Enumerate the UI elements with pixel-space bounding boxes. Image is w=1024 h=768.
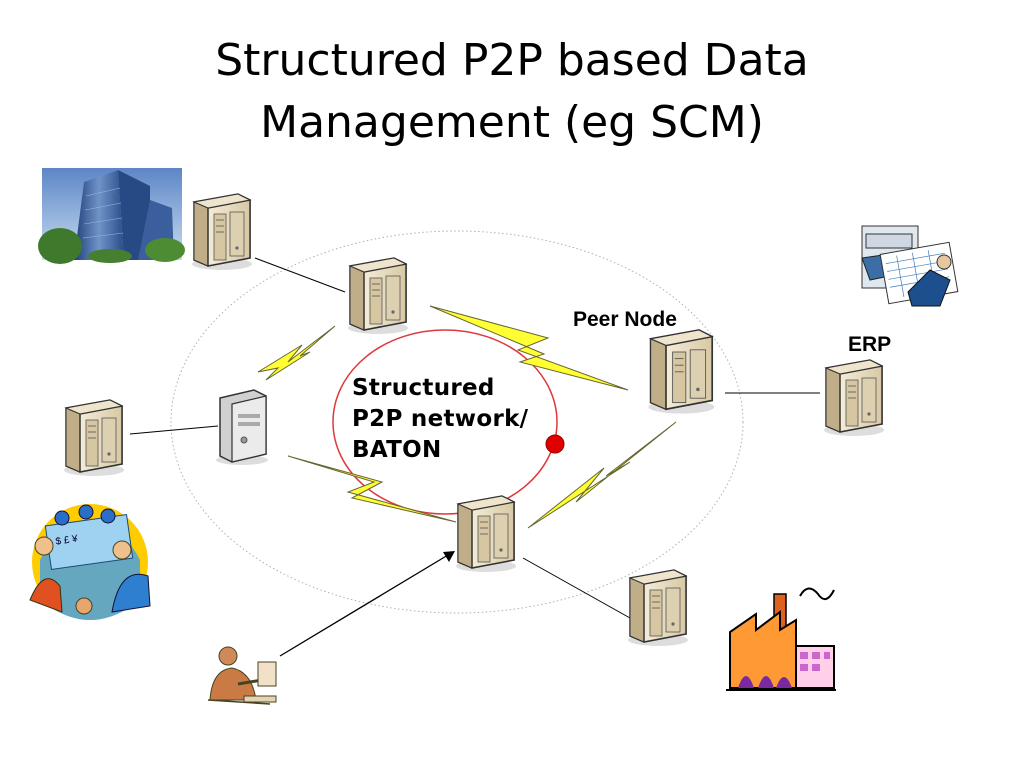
link-left-server	[129, 425, 219, 435]
title-line-2: Management (eg SCM)	[260, 97, 764, 148]
link-building-server	[254, 257, 346, 293]
network-label-line-2: P2P network/	[352, 406, 529, 432]
svg-text:$ £ ¥: $ £ ¥	[55, 534, 79, 548]
peer-node-server-icon	[647, 329, 716, 415]
network-label-line-1: Structured	[352, 375, 495, 401]
server-icon	[63, 399, 125, 477]
server-icon	[191, 193, 253, 271]
lightning-link-icon	[429, 305, 629, 391]
server-icon	[455, 495, 517, 573]
ring-node-dot	[545, 434, 565, 454]
factory-clipart	[726, 587, 836, 691]
peer-node-label: Peer Node	[573, 308, 677, 331]
erp-server-icon	[823, 359, 885, 437]
lightning-link-icon	[257, 325, 336, 381]
lightning-link-icon	[287, 455, 457, 523]
server-icon	[627, 569, 689, 647]
server-icon	[347, 257, 409, 335]
office-building-image	[38, 168, 185, 264]
erp-label: ERP	[848, 333, 892, 356]
link-bottom-server	[522, 557, 631, 619]
trading-people-clipart: $ £ ¥	[29, 504, 151, 620]
outer-network-ring	[170, 230, 744, 614]
office-worker-clipart	[207, 646, 277, 705]
server-icon	[215, 389, 269, 466]
arrow-head	[443, 551, 455, 562]
slide-title: Structured P2P based Data Management (eg…	[0, 30, 1024, 154]
lightning-link-icon	[527, 421, 677, 529]
link-worker-arrow	[279, 551, 454, 657]
network-label-line-3: BATON	[352, 437, 442, 463]
title-line-1: Structured P2P based Data	[215, 35, 809, 86]
network-label: Structured P2P network/ BATON	[352, 373, 528, 466]
shipping-clipart	[861, 225, 959, 307]
structured-p2p-ring	[332, 329, 558, 515]
